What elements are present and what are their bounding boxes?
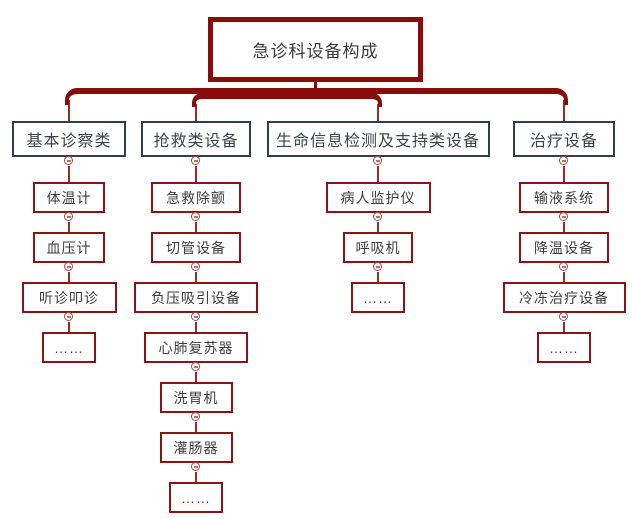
connector-vline [68, 322, 70, 332]
connector-vline [195, 272, 197, 282]
connector-vline [68, 222, 70, 232]
item-node[interactable]: 病人监护仪 [325, 182, 431, 213]
minus-icon [193, 215, 198, 218]
minus-icon [193, 159, 198, 162]
minus-icon [561, 159, 566, 162]
minus-icon [193, 415, 198, 418]
connector-vline [195, 166, 197, 182]
connector-vline [195, 472, 197, 482]
minus-icon [375, 215, 380, 218]
collapse-node[interactable] [559, 212, 568, 221]
drop-line [377, 104, 379, 122]
collapse-node[interactable] [191, 262, 200, 271]
connector-vline [68, 272, 70, 282]
minus-icon [66, 215, 71, 218]
minus-icon [193, 265, 198, 268]
connector-vline [195, 222, 197, 232]
collapse-node[interactable] [559, 156, 568, 165]
item-node[interactable]: …… [42, 332, 96, 363]
collapse-node[interactable] [191, 412, 200, 421]
branch-node[interactable]: 抢救类设备 [141, 121, 251, 157]
collapse-node[interactable] [191, 156, 200, 165]
item-node[interactable]: 降温设备 [519, 232, 609, 263]
collapse-node[interactable] [64, 312, 73, 321]
connector-vline [563, 222, 565, 232]
branch-node[interactable]: 基本诊察类 [12, 121, 126, 157]
collapse-node[interactable] [191, 312, 200, 321]
collapse-node[interactable] [559, 312, 568, 321]
connector-vline [563, 272, 565, 282]
minus-icon [561, 215, 566, 218]
bracket-outer [65, 88, 568, 105]
drop-line [563, 100, 565, 122]
minus-icon [375, 265, 380, 268]
connector-vline [68, 166, 70, 182]
root-node[interactable]: 急诊科设备构成 [208, 17, 423, 82]
item-node[interactable]: 洗胃机 [159, 382, 233, 413]
root-stem [314, 81, 317, 89]
minus-icon [193, 315, 198, 318]
minus-icon [66, 159, 71, 162]
item-node[interactable]: 切管设备 [151, 232, 241, 263]
collapse-node[interactable] [373, 156, 382, 165]
connector-vline [195, 422, 197, 432]
item-node[interactable]: 冷冻治疗设备 [502, 282, 626, 313]
branch-node[interactable]: 治疗设备 [513, 121, 615, 157]
item-node[interactable]: 负压吸引设备 [134, 282, 258, 313]
item-node[interactable]: …… [169, 482, 223, 513]
item-node[interactable]: 灌肠器 [159, 432, 233, 463]
minus-icon [193, 465, 198, 468]
item-node[interactable]: 急救除颤 [151, 182, 241, 213]
item-node[interactable]: 呼吸机 [343, 232, 413, 263]
item-node[interactable]: 输液系统 [519, 182, 609, 213]
item-node[interactable]: …… [351, 282, 405, 313]
minus-icon [375, 159, 380, 162]
connector-vline [377, 272, 379, 282]
bracket-inner [192, 93, 382, 107]
collapse-node[interactable] [191, 362, 200, 371]
item-node[interactable]: 血压计 [33, 232, 105, 263]
item-node[interactable]: 体温计 [33, 182, 105, 213]
item-node[interactable]: …… [537, 332, 591, 363]
collapse-node[interactable] [64, 262, 73, 271]
collapse-node[interactable] [373, 212, 382, 221]
connector-vline [563, 166, 565, 182]
collapse-node[interactable] [559, 262, 568, 271]
minus-icon [561, 265, 566, 268]
collapse-node[interactable] [191, 462, 200, 471]
connector-vline [195, 322, 197, 332]
collapse-node[interactable] [64, 212, 73, 221]
drop-line [68, 100, 70, 122]
minus-icon [561, 315, 566, 318]
branch-node[interactable]: 生命信息检测及支持类设备 [266, 121, 490, 157]
drop-line [195, 104, 197, 122]
minus-icon [193, 365, 198, 368]
minus-icon [66, 265, 71, 268]
connector-vline [377, 166, 379, 182]
connector-vline [377, 222, 379, 232]
collapse-node[interactable] [64, 156, 73, 165]
collapse-node[interactable] [191, 212, 200, 221]
item-node[interactable]: 听诊叩诊 [21, 282, 117, 313]
item-node[interactable]: 心肺复苏器 [144, 332, 248, 363]
connector-vline [563, 322, 565, 332]
connector-vline [195, 372, 197, 382]
minus-icon [66, 315, 71, 318]
collapse-node[interactable] [373, 262, 382, 271]
